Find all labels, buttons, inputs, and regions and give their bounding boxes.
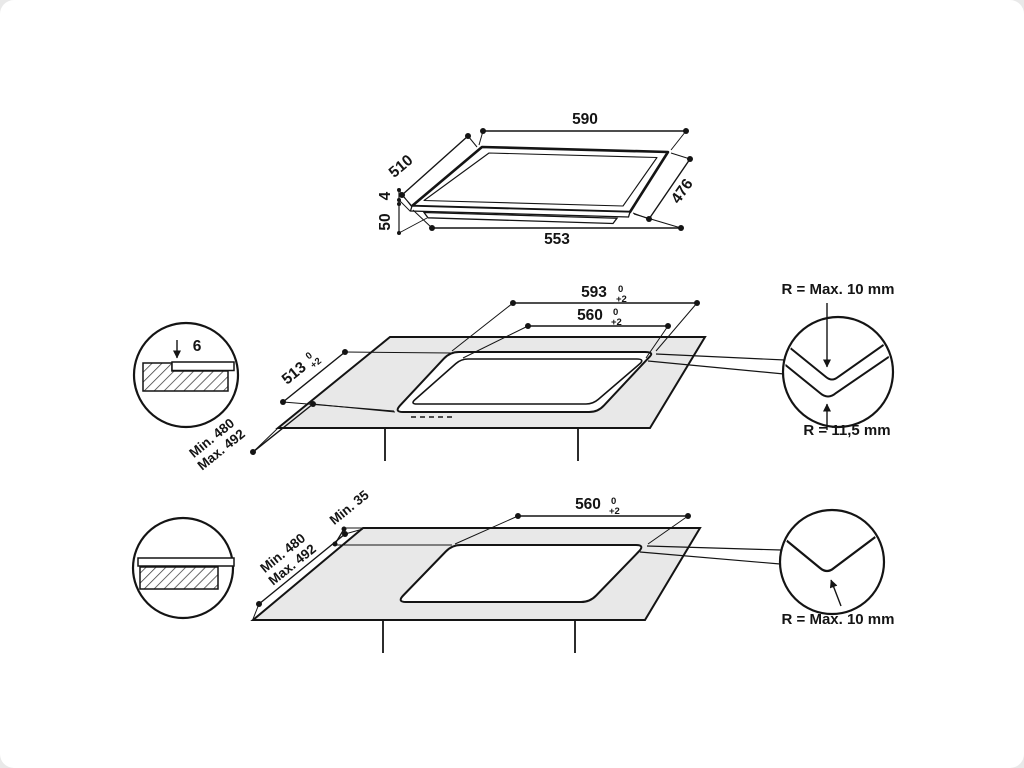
- dimension-bottom-width: 553: [412, 209, 684, 248]
- hob-glass-edge: [409, 205, 631, 218]
- recess-corner-line: [788, 338, 891, 381]
- radius-max10-flush-label: R = Max. 10 mm: [782, 281, 895, 298]
- dim-560-flush-tol-upper: 0: [613, 307, 618, 318]
- edge-detail-circle-flush: 6: [132, 321, 240, 429]
- dimension-body-height: 50: [377, 202, 428, 235]
- worktop-section-hatched: [139, 566, 219, 590]
- cutout-corner-line: [785, 351, 891, 398]
- dim-50-label: 50: [377, 213, 394, 230]
- radius-115-label: R = 11,5 mm: [803, 422, 890, 439]
- detail-leader-line: [646, 545, 782, 551]
- dimension-cutout-width-surface: 560 0 +2: [454, 496, 691, 545]
- flush-cutout-diagram: 593 0 +2 560 0 +2 513 0 +2: [132, 281, 895, 473]
- hob-isometric-view: 590 553 510: [377, 111, 697, 248]
- dim-553-label: 553: [544, 231, 570, 248]
- ledge-depth-label: 6: [193, 338, 202, 355]
- dim-560-surface-tol-lower: +2: [609, 506, 620, 517]
- cutout-corner-line: [782, 528, 882, 573]
- hob-body: [422, 211, 619, 225]
- dim-590-label: 590: [572, 111, 598, 128]
- radius-max10-surface-label: R = Max. 10 mm: [782, 611, 895, 628]
- dim-510-label: 510: [386, 152, 417, 182]
- dim-560-surface-tol-upper: 0: [611, 496, 616, 507]
- corner-radius-detail-surface: R = Max. 10 mm: [639, 508, 895, 628]
- min-35-label: Min. 35: [327, 487, 372, 528]
- cutout-outline-surface: [399, 544, 643, 603]
- detail-leader-line: [655, 353, 786, 361]
- dim-513-tol-lower: +2: [308, 356, 323, 371]
- dim-4-label: 4: [377, 191, 394, 200]
- dim-593-label: 593: [581, 284, 607, 301]
- dim-513-tol-upper: 0: [304, 350, 315, 362]
- radius-arrow-icon: [829, 579, 842, 607]
- dim-476-label: 476: [668, 176, 697, 207]
- dimension-top-width: 590: [478, 111, 689, 151]
- detail-leader-line: [639, 551, 781, 565]
- dim-560-flush-label: 560: [577, 307, 603, 324]
- corner-radius-detail-flush: R = Max. 10 mm R = 11,5 mm: [647, 281, 895, 439]
- dim-560-surface-label: 560: [575, 496, 601, 513]
- dimension-cutout-width-flush: 560 0 +2: [462, 307, 671, 359]
- detail-leader-line: [647, 360, 785, 375]
- dim-560-flush-tol-lower: +2: [611, 317, 622, 328]
- surface-cutout-diagram: 560 0 +2 Min. 35 Min. 480 Max. 492: [131, 487, 895, 653]
- dimension-recess-width: 593 0 +2: [451, 284, 700, 352]
- cutout-outline-flush: [412, 358, 643, 405]
- hob-glass-bevel: [423, 152, 658, 207]
- edge-detail-circle-surface: [131, 516, 235, 620]
- dimension-glass-thickness: 4: [377, 188, 412, 212]
- hob-flange-plate: [171, 361, 235, 372]
- hob-glass-plate: [137, 557, 235, 567]
- dim-593-tol-upper: 0: [618, 284, 623, 295]
- dim-593-tol-lower: +2: [616, 294, 627, 305]
